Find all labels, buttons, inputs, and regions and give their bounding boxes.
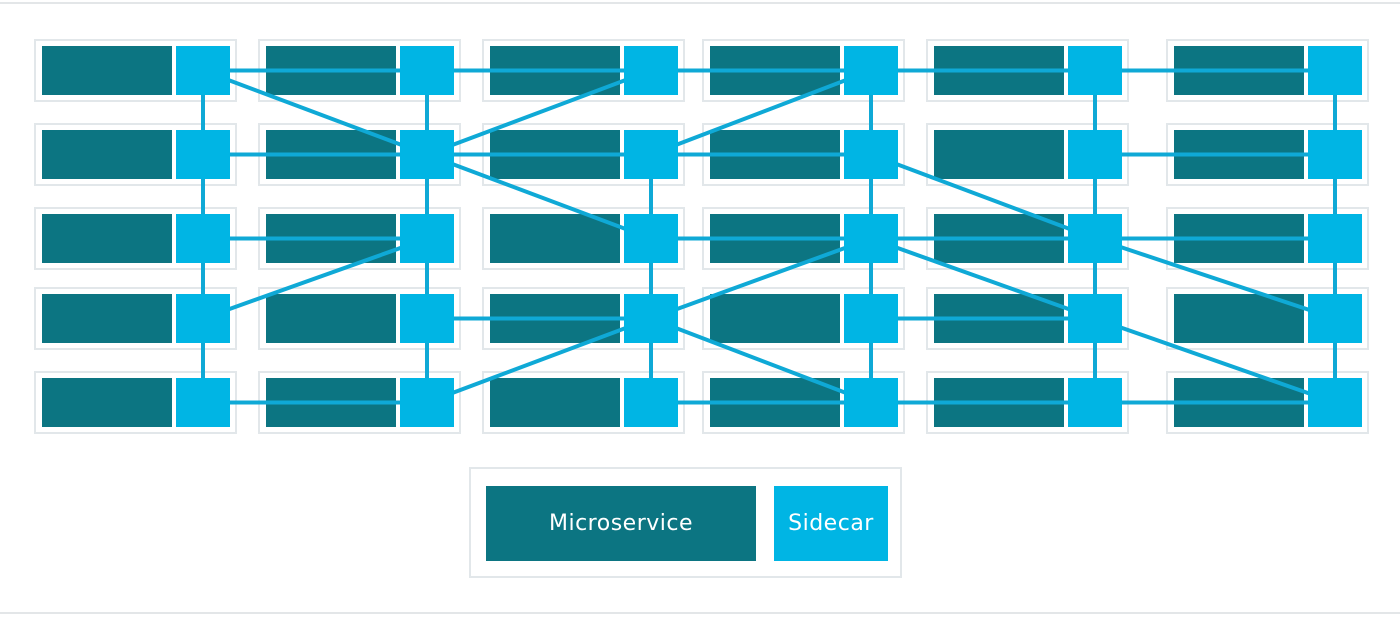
microservice-block xyxy=(42,46,172,95)
sidecar-block xyxy=(624,214,678,263)
sidecar-block xyxy=(176,130,230,179)
microservice-block xyxy=(266,294,396,343)
sidecar-block xyxy=(624,130,678,179)
top-divider xyxy=(0,2,1400,4)
mesh-link xyxy=(1093,316,1337,405)
mesh-link xyxy=(649,316,873,405)
sidecar-block xyxy=(1308,214,1362,263)
sidecar-block xyxy=(176,378,230,427)
mesh-link xyxy=(201,68,429,157)
sidecar-block xyxy=(1068,46,1122,95)
microservice-block xyxy=(42,130,172,179)
sidecar-block xyxy=(624,46,678,95)
mesh-link xyxy=(425,68,653,157)
sidecar-block xyxy=(624,294,678,343)
sidecar-block xyxy=(400,294,454,343)
legend: Microservice Sidecar xyxy=(469,467,902,578)
sidecar-block xyxy=(1068,378,1122,427)
microservice-block xyxy=(42,378,172,427)
sidecar-block xyxy=(176,294,230,343)
microservice-block xyxy=(490,214,620,263)
sidecar-block xyxy=(844,130,898,179)
sidecar-block xyxy=(844,378,898,427)
mesh-link xyxy=(425,316,653,405)
mesh-link xyxy=(869,236,1097,321)
mesh-link xyxy=(869,152,1097,241)
mesh-link xyxy=(649,68,873,157)
sidecar-block xyxy=(176,214,230,263)
legend-sidecar-label: Sidecar xyxy=(788,511,874,536)
microservice-block xyxy=(42,294,172,343)
sidecar-block xyxy=(1308,294,1362,343)
sidecar-block xyxy=(400,46,454,95)
mesh-link xyxy=(201,236,429,321)
sidecar-block xyxy=(844,294,898,343)
sidecar-block xyxy=(1308,130,1362,179)
bottom-divider xyxy=(0,612,1400,614)
microservice-block xyxy=(934,130,1064,179)
sidecar-block xyxy=(176,46,230,95)
mesh-link xyxy=(1093,236,1337,321)
legend-microservice: Microservice xyxy=(486,486,756,561)
microservice-block xyxy=(710,294,840,343)
legend-sidecar: Sidecar xyxy=(774,486,888,561)
sidecar-block xyxy=(1068,130,1122,179)
sidecar-block xyxy=(1068,214,1122,263)
sidecar-block xyxy=(844,214,898,263)
sidecar-block xyxy=(400,378,454,427)
microservice-block xyxy=(42,214,172,263)
microservice-block xyxy=(490,378,620,427)
sidecar-block xyxy=(1308,46,1362,95)
sidecar-block xyxy=(1068,294,1122,343)
sidecar-block xyxy=(624,378,678,427)
mesh-link xyxy=(425,152,653,241)
legend-microservice-label: Microservice xyxy=(548,511,693,536)
sidecar-block xyxy=(844,46,898,95)
sidecar-block xyxy=(400,214,454,263)
sidecar-block xyxy=(400,130,454,179)
sidecar-block xyxy=(1308,378,1362,427)
mesh-link xyxy=(649,236,873,321)
